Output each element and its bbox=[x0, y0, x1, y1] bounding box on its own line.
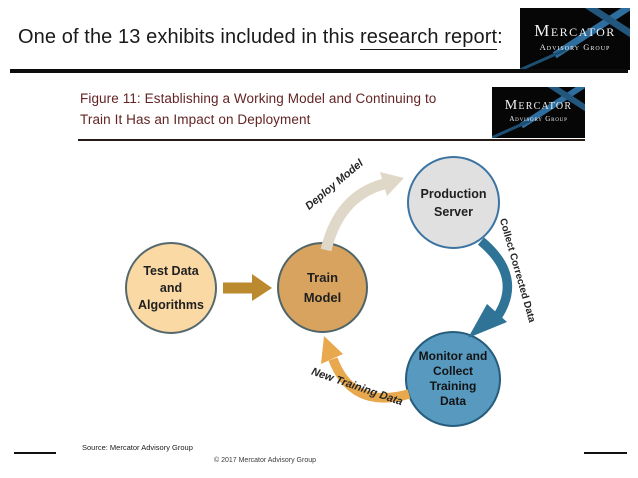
page-title-suffix: : bbox=[497, 26, 503, 48]
page-title: One of the 13 exhibits included in this … bbox=[18, 26, 503, 50]
node-test-data-and-algorithms: Test Data and Algorithms bbox=[125, 242, 217, 334]
mercator-logo-small: Mercator Advisory Group bbox=[492, 87, 585, 138]
footer-line-left bbox=[14, 452, 56, 454]
node-production-server: Production Server bbox=[407, 156, 500, 249]
logo-subtitle: Advisory Group bbox=[539, 42, 611, 52]
footer-line-right bbox=[584, 452, 627, 454]
figure-title-line2: Train It Has an Impact on Deployment bbox=[80, 112, 311, 127]
page-title-prefix: One of the 13 exhibits included in this bbox=[18, 26, 360, 48]
research-report-link[interactable]: research report bbox=[360, 26, 498, 50]
label-new-training-data: New Training Data bbox=[309, 365, 405, 409]
logo-wordmark: Mercator bbox=[534, 21, 616, 40]
arrow-test-to-train bbox=[223, 274, 272, 301]
copyright-note: © 2017 Mercator Advisory Group bbox=[213, 457, 317, 464]
label-deploy-model: Deploy Model bbox=[303, 157, 366, 213]
logo-subtitle: Advisory Group bbox=[509, 115, 568, 123]
figure-divider bbox=[78, 139, 585, 141]
node-train-model: Train Model bbox=[277, 242, 368, 333]
logo-wordmark: Mercator bbox=[504, 98, 573, 113]
figure-title: Figure 11: Establishing a Working Model … bbox=[80, 88, 436, 130]
node-monitor-collect-training-data: Monitor and Collect Training Data bbox=[405, 331, 501, 427]
arrow-collect-corrected-data bbox=[468, 237, 513, 338]
figure-title-line1: Figure 11: Establishing a Working Model … bbox=[80, 91, 437, 106]
label-collect-corrected-data: Collect Corrected Data bbox=[496, 217, 538, 324]
mercator-logo: Mercator Advisory Group bbox=[520, 8, 630, 70]
header-divider bbox=[10, 69, 628, 73]
source-note: Source: Mercator Advisory Group bbox=[82, 443, 193, 452]
